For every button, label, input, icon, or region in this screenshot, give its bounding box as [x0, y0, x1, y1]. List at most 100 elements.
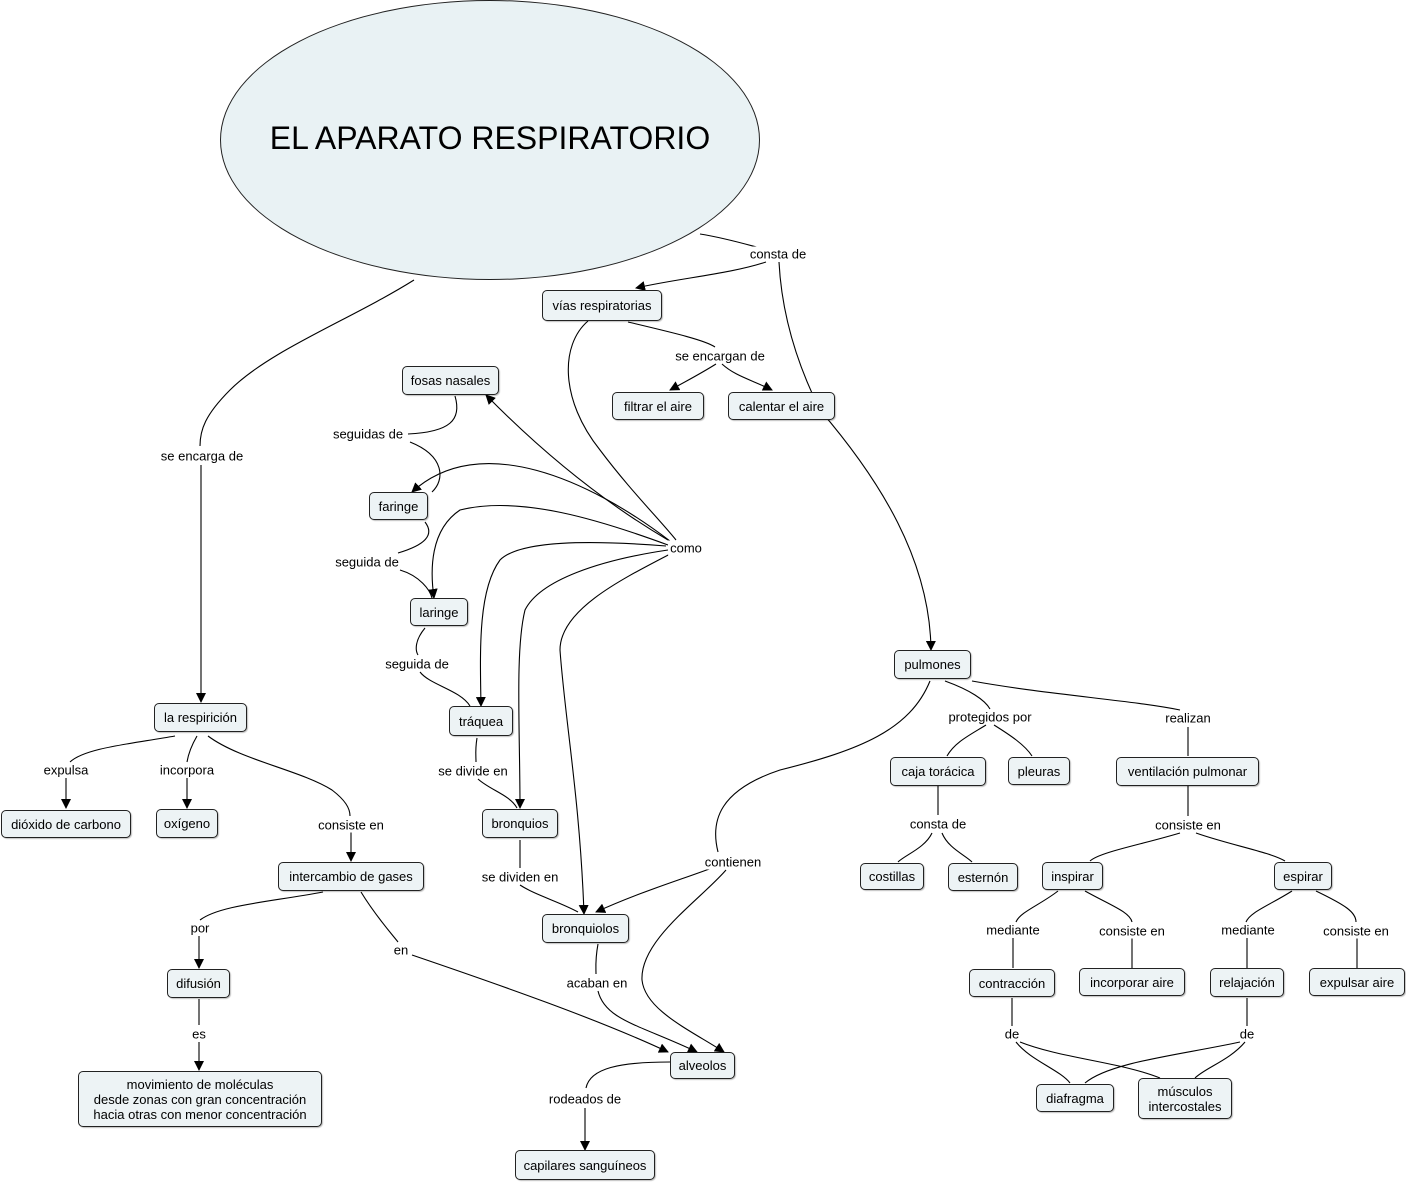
label-se-encarga-de: se encarga de [158, 448, 246, 464]
link-resp-expulsa [69, 735, 176, 763]
node-alveolos[interactable]: alveolos [670, 1052, 735, 1079]
label-seguida-de-2: seguida de [383, 656, 451, 672]
label-incorpora: incorpora [157, 762, 217, 778]
link-de1-diafragma [1015, 1041, 1071, 1084]
node-pleuras[interactable]: pleuras [1008, 757, 1070, 785]
node-espirar[interactable]: espirar [1274, 862, 1332, 890]
label-seguida-de-1: seguida de [333, 554, 401, 570]
node-calentar-el-aire[interactable]: calentar el aire [728, 392, 835, 420]
link-fosas-seguidas [407, 395, 458, 435]
link-consta-vias [635, 261, 767, 291]
node-caja-toracica[interactable]: caja torácica [890, 757, 986, 786]
node-movimiento[interactable]: movimiento de moléculas desde zonas con … [78, 1071, 322, 1127]
link-espirar-consiste [1315, 890, 1357, 923]
link-inter-en [360, 891, 399, 943]
link-pulmones-realizan [971, 680, 1181, 711]
link-inter-por [199, 891, 324, 921]
node-incorporar-aire[interactable]: incorporar aire [1079, 968, 1185, 996]
label-consiste-en-3: consiste en [1097, 923, 1167, 939]
label-se-divide-en: se divide en [436, 763, 510, 779]
link-como-traquea [475, 541, 667, 707]
label-se-encargan-de: se encargan de [673, 348, 767, 364]
label-de-1: de [1002, 1026, 1022, 1042]
link-espirar-mediante [1245, 890, 1293, 923]
label-se-dividen-en: se dividen en [479, 869, 561, 885]
link-vias-encargan [627, 321, 716, 348]
label-como: como [668, 540, 704, 556]
node-capilares-sanguineos[interactable]: capilares sanguíneos [515, 1150, 655, 1180]
label-protegidos-por: protegidos por [946, 709, 1034, 725]
label-mediante-2: mediante [1219, 922, 1277, 938]
label-consta-de-2: consta de [907, 816, 969, 832]
link-en-alveolos [411, 954, 669, 1053]
root-title[interactable]: EL APARATO RESPIRATORIO [220, 0, 760, 280]
link-resp-incorpora [186, 735, 198, 763]
label-rodeados-de: rodeados de [546, 1091, 624, 1107]
node-laringe[interactable]: laringe [410, 598, 468, 626]
label-de-2: de [1237, 1026, 1257, 1042]
link-de2-diafragma [1084, 1041, 1241, 1084]
node-inspirar[interactable]: inspirar [1042, 862, 1103, 890]
node-relajacion[interactable]: relajación [1210, 968, 1284, 997]
link-contienen-bronquiolos [595, 867, 713, 913]
link-divide-bronquios [477, 778, 518, 809]
node-traquea[interactable]: tráquea [449, 706, 513, 736]
link-inspirar-mediante [1015, 890, 1059, 923]
link-consiste-espirar [1195, 832, 1286, 862]
link-como-bronquios [514, 549, 669, 809]
node-esternon[interactable]: esternón [948, 863, 1018, 891]
link-resp-consiste [207, 735, 351, 817]
link-de2-musculos [1194, 1041, 1246, 1079]
node-filtrar-el-aire[interactable]: filtrar el aire [612, 392, 704, 420]
link-inspirar-consiste [1084, 890, 1133, 923]
link-como-bronquiolos [559, 552, 673, 915]
link-consta-pulmones [778, 261, 936, 651]
node-faringe[interactable]: faringe [369, 492, 428, 520]
link-como-faringe [411, 463, 671, 542]
node-musculos-intercostales[interactable]: músculos intercostales [1138, 1078, 1232, 1119]
label-en: en [391, 942, 411, 958]
node-contraccion[interactable]: contracción [969, 969, 1055, 997]
link-acaban-alveolos [597, 990, 698, 1053]
link-pulmones-protegidos [944, 680, 991, 710]
link-consta-costillas [897, 832, 933, 863]
label-consta-de: consta de [747, 246, 809, 262]
node-bronquiolos[interactable]: bronquiolos [542, 914, 629, 943]
link-seguida-laringe [399, 569, 433, 599]
link-seguida-traquea [419, 671, 471, 707]
label-realizan: realizan [1163, 710, 1213, 726]
node-difusion[interactable]: difusión [167, 969, 230, 998]
label-es: es [190, 1026, 208, 1042]
label-contienen: contienen [702, 854, 764, 870]
label-consiste-en-4: consiste en [1321, 923, 1391, 939]
link-laringe-seguida [415, 627, 426, 656]
link-protegidos-pleuras [993, 724, 1033, 757]
node-fosas-nasales[interactable]: fosas nasales [402, 366, 499, 395]
link-encargan-calentar [721, 363, 773, 391]
node-expulsar-aire[interactable]: expulsar aire [1309, 968, 1405, 996]
node-dioxido-de-carbono[interactable]: dióxido de carbono [1, 810, 131, 838]
link-consta-esternon [941, 832, 973, 863]
link-dividen-bronquiolos [519, 884, 579, 913]
label-por: por [188, 920, 212, 936]
node-costillas[interactable]: costillas [860, 863, 924, 890]
link-root-encarga [199, 279, 415, 447]
link-contienen-alveolos [641, 869, 727, 1053]
label-consiste-en-1: consiste en [316, 817, 386, 833]
node-la-respiricion[interactable]: la respirición [154, 703, 247, 732]
node-ventilacion-pulmonar[interactable]: ventilación pulmonar [1116, 757, 1259, 786]
node-intercambio-de-gases[interactable]: intercambio de gases [278, 862, 424, 891]
link-de1-musculos [1019, 1041, 1161, 1079]
node-pulmones[interactable]: pulmones [894, 650, 971, 679]
node-vias-respiratorias[interactable]: vías respiratorias [542, 290, 662, 321]
link-protegidos-caja [946, 724, 987, 757]
node-bronquios[interactable]: bronquios [482, 809, 558, 838]
node-oxigeno[interactable]: oxígeno [156, 809, 218, 838]
label-expulsa: expulsa [41, 762, 91, 778]
link-vias-como [567, 320, 677, 541]
node-diafragma[interactable]: diafragma [1036, 1084, 1114, 1112]
link-como-fosas [485, 394, 669, 541]
label-mediante-1: mediante [984, 922, 1042, 938]
